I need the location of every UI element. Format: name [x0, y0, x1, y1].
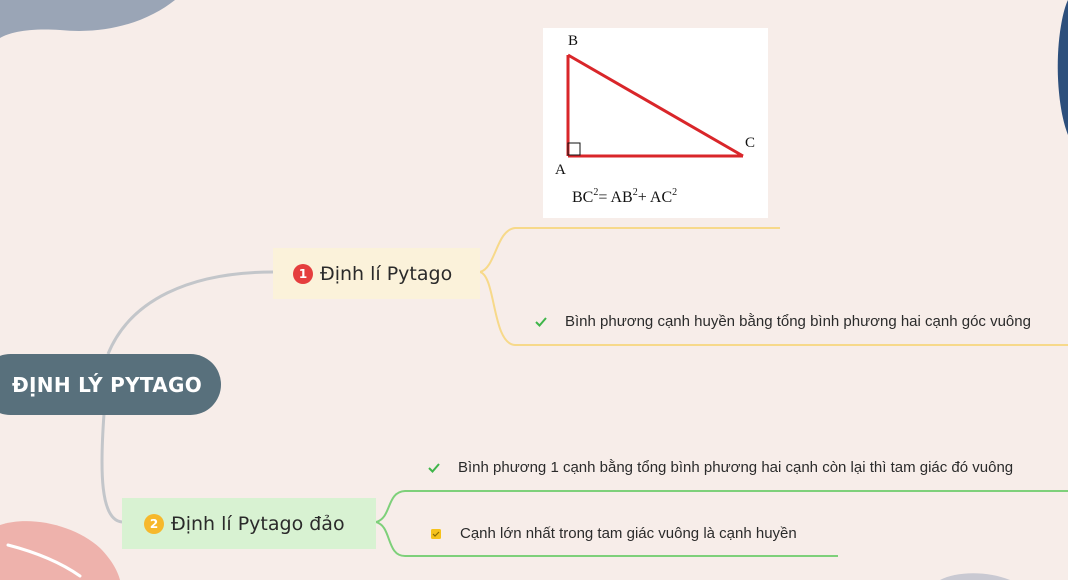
topic-number-badge: 1	[293, 263, 313, 284]
decor-blob-top-left	[0, 0, 175, 38]
right-angle-marker	[567, 142, 581, 156]
root-topic[interactable]: ĐỊNH LÝ PYTAGO	[0, 354, 221, 415]
topic-converse-pythagoras[interactable]: 2 Định lí Pytago đảo	[122, 498, 376, 549]
leaf-longest-side-note[interactable]: Cạnh lớn nhất trong tam giác vuông là cạ…	[428, 525, 797, 542]
vertex-label-b: B	[568, 33, 578, 49]
note-icon	[428, 528, 444, 540]
topic-label: Định lí Pytago	[320, 262, 453, 285]
bracket-topic-1-lower	[479, 271, 1068, 346]
leaf-text: Cạnh lớn nhất trong tam giác vuông là cạ…	[460, 525, 797, 542]
pythagoras-triangle-image: B A C BC2= AB2+ AC2	[543, 28, 768, 218]
check-icon	[426, 462, 442, 474]
formula-equals: =	[598, 189, 607, 206]
formula-exp-ac: 2	[672, 187, 677, 198]
root-topic-label: ĐỊNH LÝ PYTAGO	[12, 372, 203, 397]
check-icon	[533, 316, 549, 328]
decor-blob-bottom-right	[940, 573, 1010, 580]
formula-ab: AB	[611, 189, 633, 206]
decor-blob-top-right	[1057, 0, 1068, 135]
decor-stroke-bottom-left	[6, 543, 82, 578]
vertex-label-a: A	[555, 162, 566, 178]
bracket-topic-2-lower	[375, 521, 838, 557]
topic-label: Định lí Pytago đảo	[171, 512, 345, 535]
vertex-label-c: C	[745, 135, 755, 151]
bracket-topic-1-upper	[479, 227, 780, 273]
pythagoras-formula: BC2= AB2+ AC2	[572, 187, 677, 206]
bracket-topic-2-upper	[375, 490, 1068, 523]
connector-root-topic-1	[106, 270, 274, 355]
formula-bc: BC	[572, 189, 593, 206]
topic-pythagoras-theorem[interactable]: 1 Định lí Pytago	[273, 248, 480, 299]
topic-number-badge: 2	[144, 513, 164, 534]
connector-root-topic-2	[100, 413, 123, 524]
formula-plus: +	[638, 189, 647, 206]
formula-exp-bc: 2	[593, 187, 598, 198]
decor-blob-bottom-left	[0, 521, 120, 580]
leaf-text: Bình phương 1 cạnh bằng tổng bình phương…	[458, 459, 1014, 476]
formula-exp-ab: 2	[633, 187, 638, 198]
formula-ac: AC	[650, 189, 672, 206]
leaf-text: Bình phương cạnh huyền bằng tổng bình ph…	[565, 313, 1031, 330]
leaf-hypotenuse-statement[interactable]: Bình phương cạnh huyền bằng tổng bình ph…	[533, 313, 1031, 330]
leaf-converse-statement[interactable]: Bình phương 1 cạnh bằng tổng bình phương…	[426, 459, 1013, 476]
triangle-side-bc	[567, 53, 744, 158]
